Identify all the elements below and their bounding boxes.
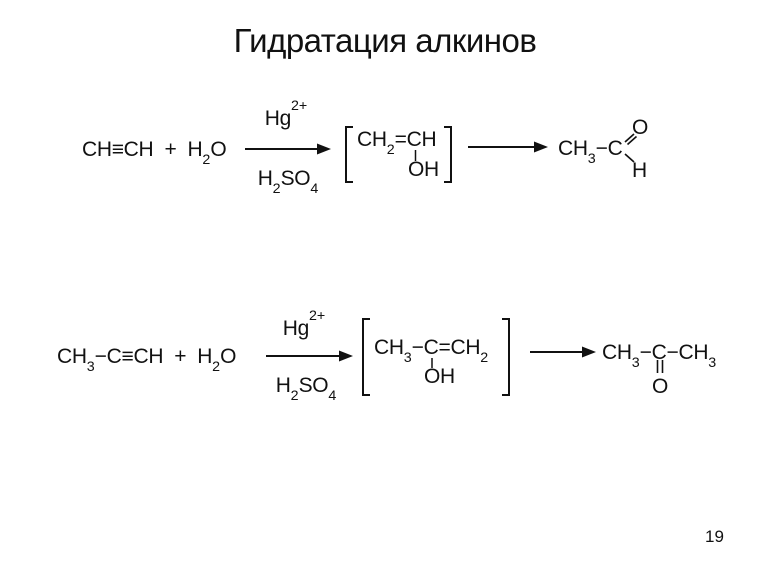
reaction2-medium-label: H2SO4 (275, 374, 337, 405)
reaction2-product-oxygen: O (652, 375, 669, 398)
reaction1-catalyst-label: Hg2+ (264, 97, 308, 130)
reaction2-second-arrow (530, 346, 596, 358)
reaction1-second-arrow (468, 141, 548, 153)
reaction2-intermediate-formula: CH3−C=CH2 (374, 336, 489, 367)
page-number: 19 (705, 527, 724, 546)
reaction1-left-bracket (345, 126, 353, 183)
reaction1-right-bracket (444, 126, 452, 183)
reaction2-product-formula: CH3−C−CH3 (602, 341, 717, 372)
reaction2-intermediate-oh: OH (424, 365, 455, 388)
reaction2-reactants: CH3−C≡CH + H2O (57, 345, 237, 376)
reaction1-medium-label: H2SO4 (257, 167, 319, 198)
reaction1-main-arrow (245, 143, 331, 155)
reaction1-product-formula: CH3−C (558, 137, 623, 168)
reaction2-left-bracket (362, 318, 370, 396)
reaction1-intermediate-oh: OH (408, 158, 439, 181)
page-title: Гидратация алкинов (233, 22, 537, 59)
reaction1-product-oxygen: O (632, 116, 649, 139)
reaction2-main-arrow (266, 350, 353, 362)
reaction2-catalyst-label: Hg2+ (282, 307, 326, 340)
reaction1-reactants: CH≡CH + H2O (82, 138, 227, 169)
reaction1-product-hydrogen: H (632, 159, 647, 182)
reaction2-right-bracket (502, 318, 510, 396)
reaction1-intermediate-formula: CH2=CH (357, 128, 437, 159)
